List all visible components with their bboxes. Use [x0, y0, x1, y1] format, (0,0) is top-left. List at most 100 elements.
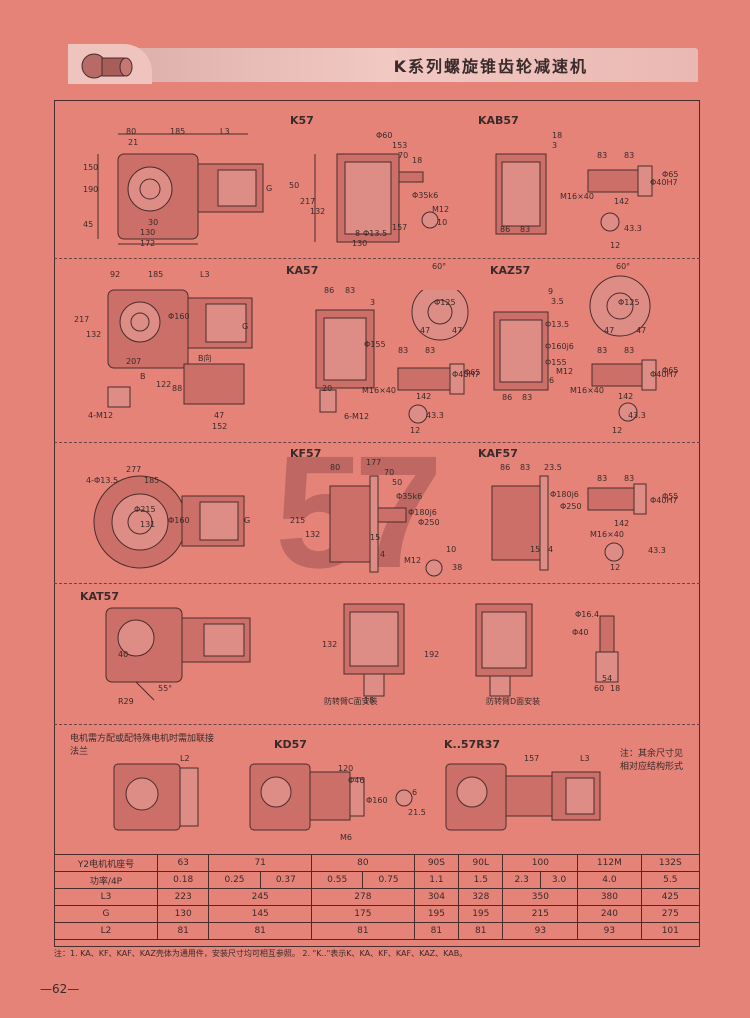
dim-label: G [244, 516, 251, 525]
dim-label: 142 [614, 519, 630, 528]
table-cell: 3.0 [539, 871, 579, 889]
dim-label: M16×40 [362, 386, 396, 395]
dim-label: 132 [322, 640, 338, 649]
table-cell: 112M [577, 854, 642, 872]
dim-label: M12 [404, 556, 422, 565]
kat57-side-d-view [475, 603, 533, 697]
dim-label: M16×40 [560, 192, 594, 201]
dim-label: 47 [604, 326, 615, 335]
page-number: —62— [40, 982, 80, 996]
dim-label: Φ40H7 [650, 496, 678, 505]
table-cell: 81 [208, 922, 313, 940]
k57-front-view [97, 133, 264, 245]
table-cell: 71 [208, 854, 313, 872]
drawing-frame [54, 100, 700, 947]
kat57-front-view [105, 607, 251, 701]
motor-adapter-view [113, 763, 199, 831]
dim-label: 4 [380, 550, 386, 559]
table-cell: 81 [413, 922, 460, 940]
dim-label: 215 [290, 516, 306, 525]
dim-label: 45 [83, 220, 94, 229]
section-divider [54, 258, 700, 259]
dim-label: 10 [437, 218, 448, 227]
dim-label: 157 [524, 754, 540, 763]
table-cell: 0.75 [362, 871, 415, 889]
dim-label: 6-M12 [344, 412, 370, 421]
dim-label: 130 [352, 239, 368, 248]
dim-label: L2 [180, 754, 190, 763]
dim-label: 190 [83, 185, 99, 194]
dim-label: 21.5 [408, 808, 426, 817]
dim-label: 15 [370, 533, 381, 542]
dim-label: 4-M12 [88, 411, 114, 420]
dim-label: 60° [432, 262, 447, 271]
table-cell: 223 [156, 888, 210, 906]
table-head: L2 [54, 922, 158, 940]
dim-label: 3 [370, 298, 376, 307]
dim-label: 18 [610, 684, 621, 693]
k57-side-view [314, 153, 439, 243]
table-row: Y2电机机座号 63 71 80 90S 90L 100 112M 132S [54, 854, 701, 872]
table-head: 功率/4P [54, 871, 158, 889]
dim-label: 60 [594, 684, 605, 693]
dim-label: 177 [366, 458, 382, 467]
dim-label: 54 [602, 674, 613, 683]
dim-label: 47 [420, 326, 431, 335]
dim-label: 131 [140, 520, 156, 529]
dim-label: 192 [424, 650, 440, 659]
dim-label: 12 [610, 241, 621, 250]
dim-label: 50 [392, 478, 403, 487]
table-cell: 0.37 [259, 871, 313, 889]
kd57-view [249, 763, 413, 831]
dim-label: 80 [330, 463, 341, 472]
dim-label: 12 [610, 563, 621, 572]
dim-label: L3 [200, 270, 210, 279]
gear-motor-icon [81, 53, 133, 79]
dim-label: M6 [340, 833, 352, 842]
dim-label: 142 [618, 392, 634, 401]
dim-label: Φ35k6 [396, 492, 423, 501]
dim-label: Φ55 [662, 492, 679, 501]
label-kf57: KF57 [290, 447, 322, 460]
dim-label: 6 [412, 788, 418, 797]
dim-label: 6 [549, 376, 555, 385]
dim-label: 83 [624, 151, 635, 160]
dim-label: 15 [530, 545, 541, 554]
dim-label: 18 [364, 696, 375, 705]
table-cell: 90S [413, 854, 460, 872]
dim-label: Φ160 [168, 516, 190, 525]
dim-label: 207 [126, 357, 142, 366]
table-cell: 328 [458, 888, 504, 906]
dim-label: Φ46 [348, 776, 365, 785]
dim-label: 4 [548, 545, 554, 554]
table-cell: 100 [502, 854, 579, 872]
dim-label: 47 [452, 326, 463, 335]
dim-label: Φ125 [618, 298, 640, 307]
table-cell: 0.25 [208, 871, 261, 889]
section-divider [54, 442, 700, 443]
table-cell: 145 [208, 905, 313, 923]
ka57-front-view [107, 289, 253, 408]
dim-label: M16×40 [590, 530, 624, 539]
dim-label: 185 [170, 127, 186, 136]
caption-d: 防转臂D面安装 [486, 697, 541, 706]
dim-label: 120 [338, 764, 354, 773]
kat57-side-c-view [343, 603, 405, 697]
dim-label: 132 [310, 207, 326, 216]
dim-label: G [242, 322, 249, 331]
dim-label: L3 [220, 127, 230, 136]
footnote: 注：1. KA、KF、KAF、KAZ壳体为通用件，安装尺寸均可相互参照。 2. … [54, 949, 468, 958]
dim-label: Φ155 [545, 358, 567, 367]
dim-label: 70 [398, 151, 409, 160]
dim-label: 43.3 [426, 411, 444, 420]
label-k57r37: K..57R37 [444, 738, 500, 751]
dim-label: 38 [452, 563, 463, 572]
dim-label: 23.5 [544, 463, 562, 472]
dim-label: 47 [214, 411, 225, 420]
table-cell: 80 [311, 854, 415, 872]
table-head: G [54, 905, 158, 923]
dim-label: 43.3 [648, 546, 666, 555]
dim-label: 153 [392, 141, 408, 150]
dim-label: B向 [198, 354, 212, 363]
table-cell: 1.5 [458, 871, 504, 889]
